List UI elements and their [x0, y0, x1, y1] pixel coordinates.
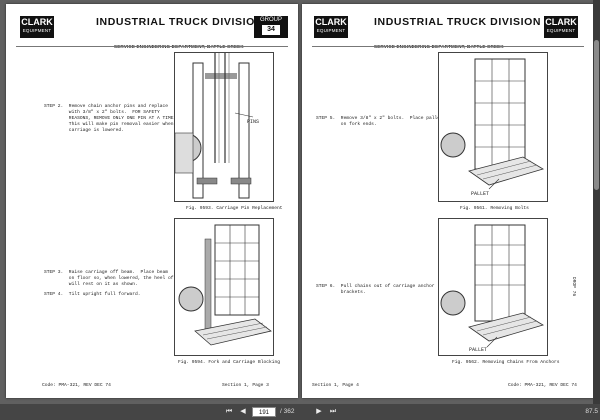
fig-9562-caption: Fig. 9562. Removing Chains From Anchors: [452, 360, 560, 365]
last-page-icon[interactable]: ⏭: [329, 408, 337, 415]
step-4-text: STEP 4. Tilt upright full forward.: [44, 292, 141, 297]
page-header: CLARK EQUIPMENT INDUSTRIAL TRUCK DIVISIO…: [302, 14, 594, 49]
logo-brand: CLARK: [21, 17, 53, 27]
clark-logo-right: CLARK EQUIPMENT: [544, 16, 578, 38]
step-2-text: STEP 2. Remove chain anchor pins and rep…: [44, 104, 177, 133]
page-total: / 362: [280, 408, 295, 415]
header-rule: [16, 46, 288, 47]
clark-logo: CLARK EQUIPMENT: [20, 16, 54, 38]
prev-page-icon[interactable]: ◀: [240, 408, 246, 415]
scrollbar-thumb[interactable]: [594, 40, 599, 190]
footer-code: Code: PMA-321, REV DEC 74: [508, 383, 577, 388]
figure-removing-chains: PALLET: [438, 218, 548, 356]
step-6-text: STEP 6. Pull chains out of carriage anch…: [316, 284, 435, 295]
side-marginal-text: DROP 76: [571, 276, 577, 297]
figure-removing-bolts: PALLET: [438, 52, 548, 202]
clark-logo: CLARK EQUIPMENT: [314, 16, 348, 38]
page-navigation-toolbar: ⏮ ◀ 191 / 362 ▶ ⏭ 87.5: [0, 404, 600, 420]
fig-9593-caption: Fig. 9593. Carriage Pin Replacement: [186, 206, 283, 211]
step-3-text: STEP 3. Raise carriage off beam. Place b…: [44, 270, 198, 287]
fig-9561-caption: Fig. 9561. Removing Bolts: [460, 206, 529, 211]
group-number: 34: [262, 25, 280, 35]
step-5-text: STEP 5. Remove 3/8" x 2" bolts. Place pa…: [316, 116, 443, 127]
next-page-icon[interactable]: ▶: [316, 408, 322, 415]
fig-9594-caption: Fig. 9594. Fork and Carriage Blocking: [178, 360, 280, 365]
vertical-scrollbar[interactable]: [593, 0, 600, 404]
pallet-label-1: PALLET: [471, 191, 489, 197]
header-rule: [312, 46, 584, 47]
figure-fork-blocking: [174, 218, 274, 356]
pins-label: PINS: [247, 119, 259, 125]
page-title: INDUSTRIAL TRUCK DIVISION: [96, 16, 264, 28]
footer-section: Section 1, Page 4: [312, 383, 359, 388]
document-page-left: CLARK EQUIPMENT INDUSTRIAL TRUCK DIVISIO…: [6, 4, 298, 398]
page-number-input[interactable]: 191: [252, 407, 276, 417]
logo-sub: EQUIPMENT: [316, 28, 346, 33]
page-header: CLARK EQUIPMENT INDUSTRIAL TRUCK DIVISIO…: [6, 14, 298, 49]
logo-brand: CLARK: [315, 17, 347, 27]
group-badge: GROUP 34: [254, 16, 288, 38]
logo-brand: CLARK: [545, 17, 577, 27]
zoom-level[interactable]: 87.5: [585, 408, 598, 415]
logo-sub: EQUIPMENT: [546, 28, 576, 33]
footer-section: Section 1, Page 3: [222, 383, 269, 388]
group-label: GROUP: [259, 17, 282, 23]
document-page-right: CLARK EQUIPMENT INDUSTRIAL TRUCK DIVISIO…: [302, 4, 594, 398]
figure-carriage-pin: PINS: [172, 52, 274, 202]
logo-sub: EQUIPMENT: [22, 28, 52, 33]
page-title: INDUSTRIAL TRUCK DIVISION: [374, 16, 542, 28]
first-page-icon[interactable]: ⏮: [225, 408, 233, 415]
footer-code: Code: PMA-321, REV DEC 74: [42, 383, 111, 388]
pallet-label-2: PALLET: [469, 347, 487, 353]
